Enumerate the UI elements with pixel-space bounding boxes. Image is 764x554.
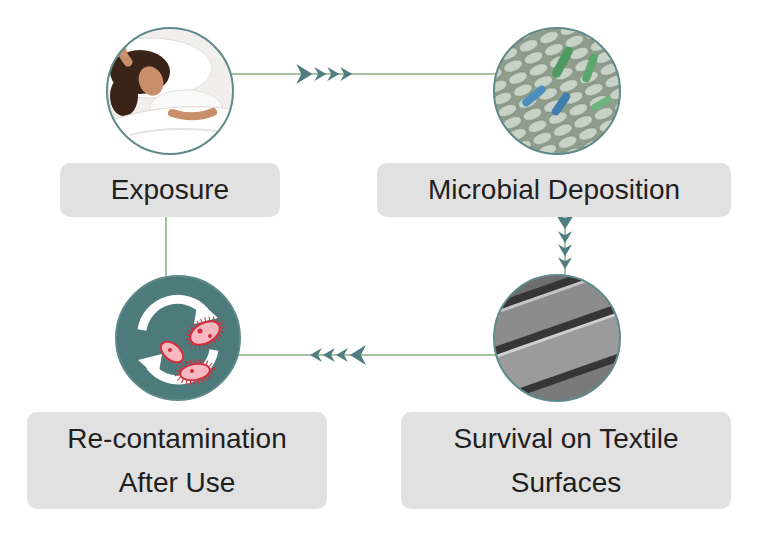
fibre-micrograph <box>480 234 640 436</box>
hair <box>110 76 138 116</box>
bacterium-rod <box>521 84 548 108</box>
blanket-fold <box>130 129 225 135</box>
step-label-box: Survival on Textile Surfaces <box>401 412 731 509</box>
chevron-arrowhead <box>340 67 352 81</box>
step-label: Exposure <box>74 168 266 211</box>
photo-frame <box>494 28 620 154</box>
chevron-arrowhead <box>558 244 572 256</box>
chevron-arrowhead <box>336 348 348 362</box>
step-label: Re-contamination After Use <box>41 417 313 504</box>
chevron-arrowhead <box>323 348 335 362</box>
arm <box>172 112 213 116</box>
step-label-box: Microbial Deposition <box>377 163 731 217</box>
cycle-icon <box>138 299 227 385</box>
face <box>135 63 168 99</box>
fibre-edge <box>480 262 640 318</box>
bacterium-rod <box>590 95 613 112</box>
blanket <box>100 107 240 160</box>
chevron-arrowhead <box>558 257 572 269</box>
chevron-arrowhead <box>327 67 339 81</box>
cycle-step: Microbial Deposition <box>377 28 731 217</box>
fibre <box>480 234 640 308</box>
cycle-connector <box>238 354 497 356</box>
cycle-connector <box>165 217 167 277</box>
cycle-connector <box>231 73 497 75</box>
step-label: Survival on Textile Surfaces <box>415 417 717 504</box>
step-circle-anchor <box>107 28 233 154</box>
fabric-photo <box>492 26 622 156</box>
cycle-connector-group <box>231 64 497 84</box>
bacterium-dot <box>208 334 212 338</box>
photo-frame <box>107 28 233 154</box>
step-circle-anchor <box>116 276 240 400</box>
bacterium-dot <box>198 329 203 334</box>
bacterium-cilia <box>176 359 215 385</box>
cycle-connector-group <box>238 345 497 365</box>
bacterium <box>179 362 211 383</box>
chevron-arrowhead <box>558 231 572 243</box>
bacterium-rod <box>581 53 599 84</box>
bacterium-dot <box>190 369 194 373</box>
cycle-connector-group <box>555 213 575 275</box>
sleeper-photo <box>88 26 240 160</box>
cycle-connector-group <box>166 217 167 277</box>
cycle-icon-ground <box>116 276 240 400</box>
cycle-arrowhead <box>138 354 162 378</box>
bacterium <box>186 316 224 349</box>
bacterium-rod <box>550 91 571 117</box>
bacterium-dot <box>168 348 172 352</box>
chevron-arrowhead <box>296 64 312 84</box>
bacterium-cilia <box>183 313 228 353</box>
step-label: Microbial Deposition <box>391 168 717 211</box>
chevron-arrowhead <box>350 345 366 365</box>
bacterium-rod <box>550 45 574 79</box>
cycle-arrow <box>142 299 205 330</box>
chevron-arrowhead <box>314 67 326 81</box>
cycle-step: Survival on Textile Surfaces <box>401 275 731 509</box>
step-label-box: Re-contamination After Use <box>27 412 327 509</box>
step-circle-anchor <box>494 28 620 154</box>
cycle-step: Re-contamination After Use <box>27 276 327 509</box>
photo-frame <box>494 275 620 401</box>
fabric-weave <box>492 26 622 156</box>
bacterium <box>157 338 187 367</box>
step-circle-anchor <box>494 275 620 401</box>
step-label-box: Exposure <box>60 163 280 217</box>
cycle-step: Exposure <box>60 28 280 217</box>
chevron-arrowhead <box>310 348 322 362</box>
